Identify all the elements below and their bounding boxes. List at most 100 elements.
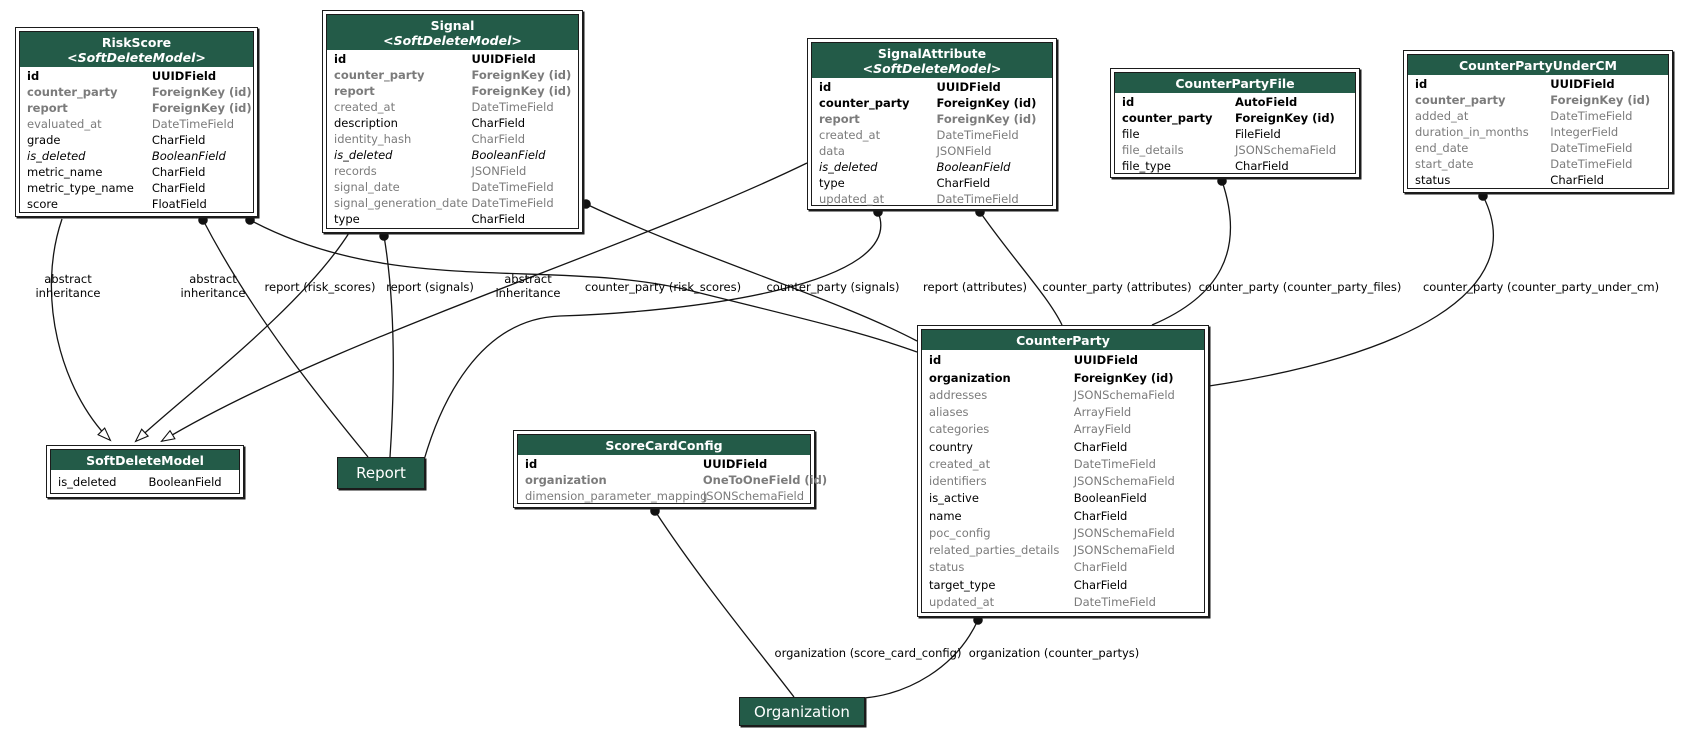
model-badge-report: Report	[337, 457, 425, 489]
field-type: ForeignKey (id)	[1550, 93, 1651, 107]
field-type: CharField	[471, 132, 526, 146]
edge-riskscore-softdeletemodel	[50, 218, 110, 440]
field-type: UUIDField	[151, 69, 217, 83]
field-name: file	[1122, 127, 1140, 141]
field-name: organization	[929, 370, 1011, 385]
table-header: Signal<SoftDeleteModel>	[327, 15, 578, 50]
field-type: CharField	[471, 212, 526, 226]
edge-counterpartyundercm-counterparty	[1208, 191, 1495, 387]
field-name: updated_at	[929, 594, 995, 609]
field-name: is_active	[929, 491, 979, 506]
field-name: signal_generation_date	[334, 196, 468, 210]
table-header: CounterParty	[922, 330, 1204, 350]
field-type: CharField	[1550, 173, 1604, 187]
edge-label-rel-risk-report: report (risk_scores)	[265, 280, 376, 295]
table-header: SignalAttribute<SoftDeleteModel>	[812, 43, 1052, 78]
table-title: CounterPartyUnderCM	[1459, 58, 1617, 73]
edge-signal-softdeletemodel	[136, 232, 350, 441]
field-name: is_deleted	[27, 149, 86, 163]
field-type: CharField	[1235, 159, 1289, 173]
field-type: ForeignKey (id)	[151, 101, 252, 115]
table-title: Signal	[430, 18, 475, 33]
field-name: counter_party	[27, 85, 118, 99]
field-type: DateTimeField	[1550, 157, 1633, 171]
edge-signal-counterparty	[581, 199, 918, 342]
field-name: added_at	[1415, 109, 1469, 123]
field-type: UUIDField	[936, 80, 1001, 94]
field-type: CharField	[151, 181, 206, 195]
field-name: categories	[929, 422, 990, 437]
field-row: report ForeignKey (id)	[20, 100, 253, 116]
field-name: addresses	[929, 387, 988, 402]
field-name: records	[334, 164, 377, 178]
field-type: DateTimeField	[1073, 594, 1156, 609]
field-name: created_at	[819, 128, 881, 142]
field-name: end_date	[1415, 141, 1469, 155]
field-type: BooleanField	[151, 149, 226, 163]
field-name: created_at	[334, 100, 396, 114]
edge-label-line: counter_party (risk_scores)	[584, 280, 742, 294]
field-type: JSONField	[471, 164, 527, 178]
table-header: RiskScore<SoftDeleteModel>	[20, 32, 253, 67]
edge-label-rel-scc-org: organization (score_card_config)	[775, 646, 962, 661]
edge-label-rel-signal-report: report (signals)	[386, 280, 474, 295]
table-abstract-subtitle: <SoftDeleteModel>	[67, 50, 206, 65]
edge-signal-report	[379, 231, 395, 458]
field-name: name	[929, 508, 962, 523]
field-name: duration_in_months	[1415, 125, 1529, 139]
field-type: CharField	[1073, 439, 1128, 454]
field-name: updated_at	[819, 192, 885, 206]
field-name: status	[929, 560, 965, 575]
field-name: is_deleted	[819, 160, 878, 174]
field-name: counter_party	[1122, 111, 1213, 125]
edge-label-line: counter_party (attributes)	[1042, 280, 1192, 294]
field-name: created_at	[929, 456, 991, 471]
field-type: UUIDField	[471, 52, 536, 66]
table-header: ScoreCardConfig	[518, 435, 810, 455]
edge-label-line: inheritance	[495, 285, 561, 300]
field-type: CharField	[151, 133, 206, 147]
table-title: SoftDeleteModel	[86, 453, 204, 468]
field-type: DateTimeField	[471, 100, 554, 114]
edge-signalattribute-counterparty	[975, 207, 1063, 326]
edge-label-line: abstract	[504, 272, 552, 286]
field-type: JSONSchemaField	[1073, 543, 1175, 557]
field-name: report	[27, 101, 68, 115]
table-header: CounterPartyFile	[1115, 73, 1355, 93]
field-name: id	[525, 457, 538, 471]
model-badge-label: Organization	[754, 702, 850, 721]
field-name: metric_type_name	[27, 181, 134, 195]
field-row: created_at DateTimeField	[327, 99, 578, 115]
